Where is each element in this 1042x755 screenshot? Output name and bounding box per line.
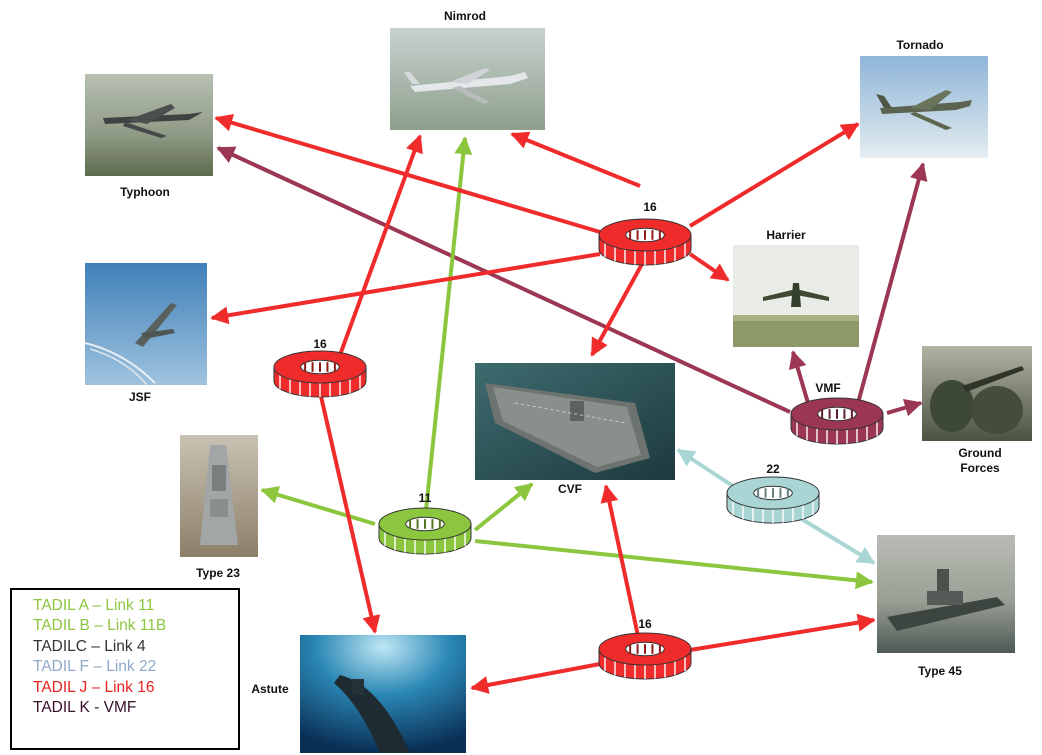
type23-label: Type 23 — [196, 566, 240, 580]
link11-to-cvf — [473, 482, 534, 532]
type23-image — [180, 435, 258, 557]
legend-item-tadil-a: TADIL A – Link 11 — [33, 597, 155, 614]
link16-bottom-type45 — [689, 613, 876, 652]
legend-item-tadil-f: TADIL F – Link 22 — [33, 658, 157, 676]
ground-forces-image — [922, 346, 1032, 441]
link11-to-nimrod — [424, 136, 473, 511]
link16-bottom-cvf — [600, 484, 640, 637]
hub-left-label: 16 — [313, 337, 327, 351]
vmf-link-harrier — [788, 350, 810, 404]
astute-image — [300, 635, 466, 753]
link16-left-astute — [318, 391, 381, 634]
legend-item-tadil-k: TADIL K - VMF — [33, 699, 137, 717]
legend-item-tadilc: TADILC – Link 4 — [33, 637, 146, 655]
vmf-link-tornado — [856, 162, 928, 404]
link16-top-typhoon — [214, 113, 601, 234]
harrier-label: Harrier — [766, 228, 806, 242]
type45-image — [877, 535, 1015, 653]
ground-forces-label-line1: Ground — [958, 446, 1002, 460]
link16-top-cvf — [590, 263, 644, 357]
link16-left-nimrod — [338, 134, 423, 356]
cvf-label: CVF — [558, 482, 582, 496]
hub-bottom-label: 16 — [638, 617, 652, 631]
link11-to-type23 — [260, 486, 376, 526]
ground-forces-label-line2: Forces — [960, 461, 1000, 475]
jsf-label: JSF — [128, 390, 151, 404]
legend-item-tadil-b: TADIL B – Link 11B — [33, 617, 167, 635]
hub-left-ring — [273, 350, 367, 398]
hub-link22-label: 22 — [766, 462, 780, 476]
typhoon-image — [85, 74, 213, 176]
hub-top-ring — [598, 218, 692, 266]
hub-vmf-ring — [790, 397, 884, 445]
link22-to-type45 — [798, 516, 876, 565]
hub-vmf-label: VMF — [815, 381, 841, 395]
hub-link11-label: 11 — [418, 491, 432, 505]
jsf-image — [85, 263, 207, 385]
cvf-image — [475, 363, 675, 480]
legend-item-tadil-j: TADIL J – Link 16 — [33, 678, 155, 696]
legend: TADIL A – Link 11 TADIL B – Link 11B TAD… — [10, 588, 240, 750]
link16-top-harrier — [688, 252, 730, 282]
link16-top-jsf — [210, 252, 601, 325]
nimrod-label: Nimrod — [444, 9, 486, 23]
link16-top-nimrod — [510, 131, 641, 188]
vmf-link-typhoon — [216, 146, 791, 414]
typhoon-label: Typhoon — [120, 185, 170, 199]
nimrod-image — [390, 28, 545, 130]
hub-bottom-ring — [598, 632, 692, 680]
link22-to-cvf — [676, 448, 744, 494]
tornado-label: Tornado — [896, 38, 944, 52]
link16-bottom-astute — [470, 662, 601, 694]
tornado-image — [860, 56, 988, 158]
link11-to-type45 — [474, 539, 874, 590]
type45-label: Type 45 — [918, 664, 962, 678]
hub-top-label: 16 — [643, 200, 657, 214]
link16-top-tornado — [688, 122, 860, 228]
harrier-image — [733, 245, 859, 347]
hub-link11-ring — [378, 507, 472, 555]
vmf-link-ground — [886, 398, 923, 417]
astute-label: Astute — [251, 682, 289, 696]
hub-link22-ring — [726, 476, 820, 524]
